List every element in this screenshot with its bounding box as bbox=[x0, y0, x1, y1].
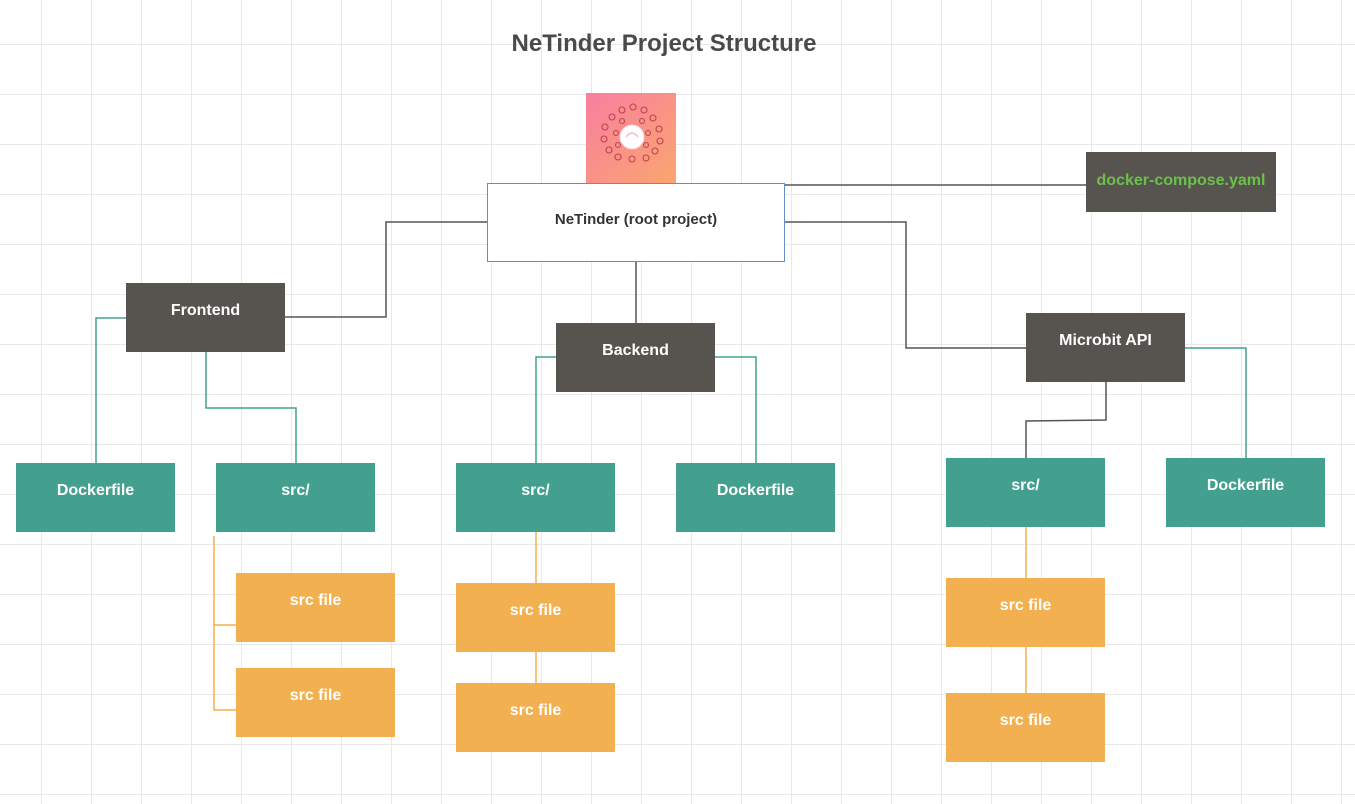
root-project-node[interactable]: NeTinder (root project) bbox=[487, 183, 785, 262]
frontend-src-file-2-label: src file bbox=[289, 686, 342, 704]
microbit-src-file-1[interactable]: src file bbox=[946, 578, 1105, 647]
connector-microbit-dockerfile bbox=[1185, 347, 1247, 458]
connector-microbit-src bbox=[1025, 382, 1107, 458]
backend-src-label: src/ bbox=[521, 481, 550, 499]
docker-compose-node[interactable]: docker-compose.yaml bbox=[1086, 152, 1276, 212]
microbit-src-file-2[interactable]: src file bbox=[946, 693, 1105, 762]
backend-src-file-1-label: src file bbox=[509, 601, 562, 619]
backend-dockerfile-node[interactable]: Dockerfile bbox=[676, 463, 835, 532]
frontend-src-file-1-label: src file bbox=[289, 591, 342, 609]
diagram-title: NeTinder Project Structure bbox=[511, 30, 817, 57]
frontend-src-file-1[interactable]: src file bbox=[236, 573, 395, 642]
frontend-label: Frontend bbox=[170, 301, 241, 319]
people-circle-logo-icon bbox=[586, 93, 676, 183]
frontend-dockerfile-node[interactable]: Dockerfile bbox=[16, 463, 175, 532]
microbit-src-file-1-label: src file bbox=[999, 596, 1052, 614]
connector-frontend-src-files bbox=[213, 536, 236, 711]
connector-backend-src bbox=[535, 356, 556, 463]
microbit-src-file-2-label: src file bbox=[999, 711, 1052, 729]
microbit-src-label: src/ bbox=[1011, 476, 1040, 494]
frontend-dockerfile-label: Dockerfile bbox=[56, 481, 135, 499]
frontend-src-file-2[interactable]: src file bbox=[236, 668, 395, 737]
backend-src-file-2-label: src file bbox=[509, 701, 562, 719]
backend-src-file-2[interactable]: src file bbox=[456, 683, 615, 752]
connector-backend-dockerfile bbox=[715, 356, 757, 463]
microbit-dockerfile-node[interactable]: Dockerfile bbox=[1166, 458, 1325, 527]
connector-root-frontend bbox=[285, 221, 487, 318]
frontend-src-label: src/ bbox=[281, 481, 310, 499]
microbit-src-node[interactable]: src/ bbox=[946, 458, 1105, 527]
docker-compose-label: docker-compose.yaml bbox=[1096, 172, 1266, 189]
frontend-src-node[interactable]: src/ bbox=[216, 463, 375, 532]
microbit-api-node[interactable]: Microbit API bbox=[1026, 313, 1185, 382]
connector-frontend-src bbox=[205, 352, 297, 463]
connector-root-microbit bbox=[785, 221, 1026, 349]
backend-node[interactable]: Backend bbox=[556, 323, 715, 392]
backend-src-node[interactable]: src/ bbox=[456, 463, 615, 532]
backend-label: Backend bbox=[602, 341, 669, 359]
connector-frontend-dockerfile bbox=[95, 317, 126, 463]
backend-src-file-1[interactable]: src file bbox=[456, 583, 615, 652]
frontend-node[interactable]: Frontend bbox=[126, 283, 285, 352]
backend-dockerfile-label: Dockerfile bbox=[716, 481, 795, 499]
microbit-api-label: Microbit API bbox=[1059, 331, 1152, 349]
microbit-dockerfile-label: Dockerfile bbox=[1206, 476, 1285, 494]
root-project-label: NeTinder (root project) bbox=[554, 211, 718, 228]
